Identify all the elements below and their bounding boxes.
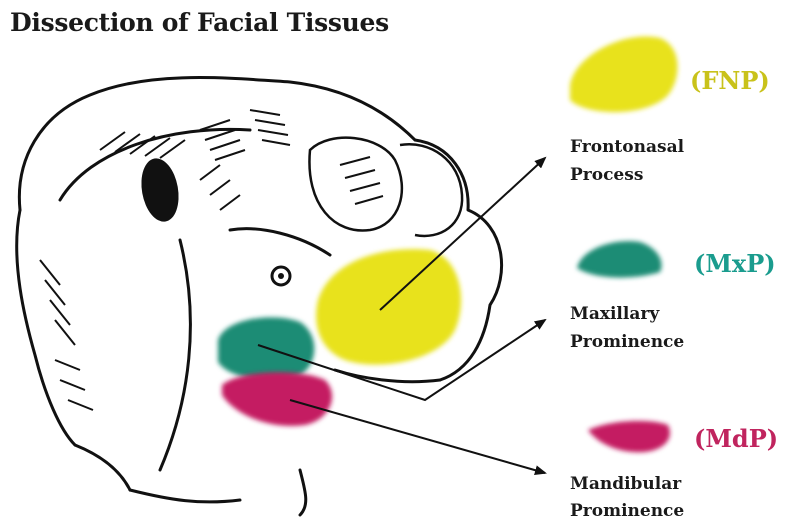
mxp-label-line2: Prominence: [570, 328, 684, 356]
mdp-label-line1: Mandibular: [570, 470, 681, 498]
fnp-label-line1: Frontonasal: [570, 133, 684, 161]
fnp-arrow: [380, 158, 545, 310]
mxp-label-line1: Maxillary: [570, 300, 659, 328]
mdp-arrow: [290, 400, 545, 473]
fnp-label-line2: Process: [570, 161, 643, 189]
fnp-abbreviation: (FNP): [690, 66, 770, 95]
mdp-region-on-head: [222, 372, 332, 426]
mxp-abbreviation: (MxP): [694, 249, 776, 278]
fnp-tissue-piece: [570, 36, 678, 112]
fnp-region-on-head: [316, 249, 461, 364]
mxp-tissue-piece: [577, 241, 662, 277]
mdp-label-line2: Prominence: [570, 497, 684, 525]
mdp-abbreviation: (MdP): [694, 424, 778, 453]
mdp-tissue-piece: [588, 421, 670, 452]
